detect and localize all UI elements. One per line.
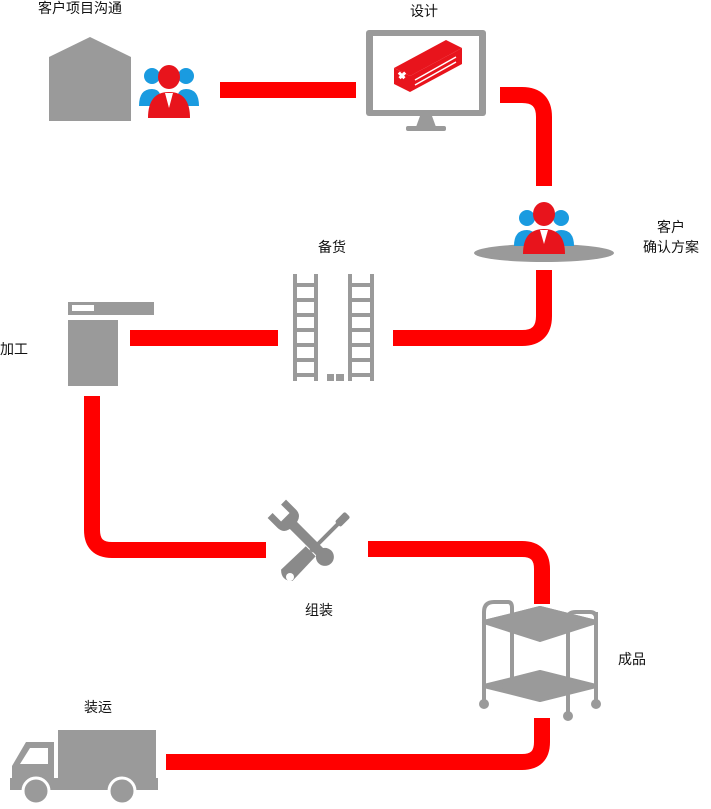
machine-icon	[68, 302, 154, 386]
stock-boxes-icon	[327, 374, 344, 381]
connector-processing-assembly	[84, 396, 266, 558]
label-stocking: 备货	[318, 240, 346, 256]
label-finished: 成品	[618, 652, 646, 668]
label-processing: 加工	[0, 342, 28, 358]
trolley-cart-icon	[479, 600, 601, 721]
label-confirm-line2: 确认方案	[643, 240, 699, 256]
label-assembly: 组装	[305, 603, 333, 619]
flow-path	[84, 82, 552, 770]
label-design: 设计	[410, 4, 438, 20]
label-confirm-line1: 客户	[657, 220, 685, 236]
monitor-design-icon	[366, 30, 486, 131]
label-communication: 客户项目沟通	[38, 1, 122, 17]
truck-icon	[10, 730, 158, 806]
connector-assembly-finished	[368, 541, 550, 604]
connector-confirm-stocking	[393, 270, 552, 346]
warehouse-icon	[49, 37, 131, 121]
confirm-customer-icon	[474, 202, 614, 262]
label-confirm: 客户 确认方案	[640, 218, 702, 258]
connector-design-confirm	[500, 87, 552, 186]
connector-finished-shipping	[166, 718, 550, 770]
wrench-screwdriver-icon	[267, 499, 350, 581]
customer-group-icon	[139, 65, 199, 118]
rack-ladder-icon	[293, 274, 374, 381]
label-shipping: 装运	[84, 700, 112, 716]
